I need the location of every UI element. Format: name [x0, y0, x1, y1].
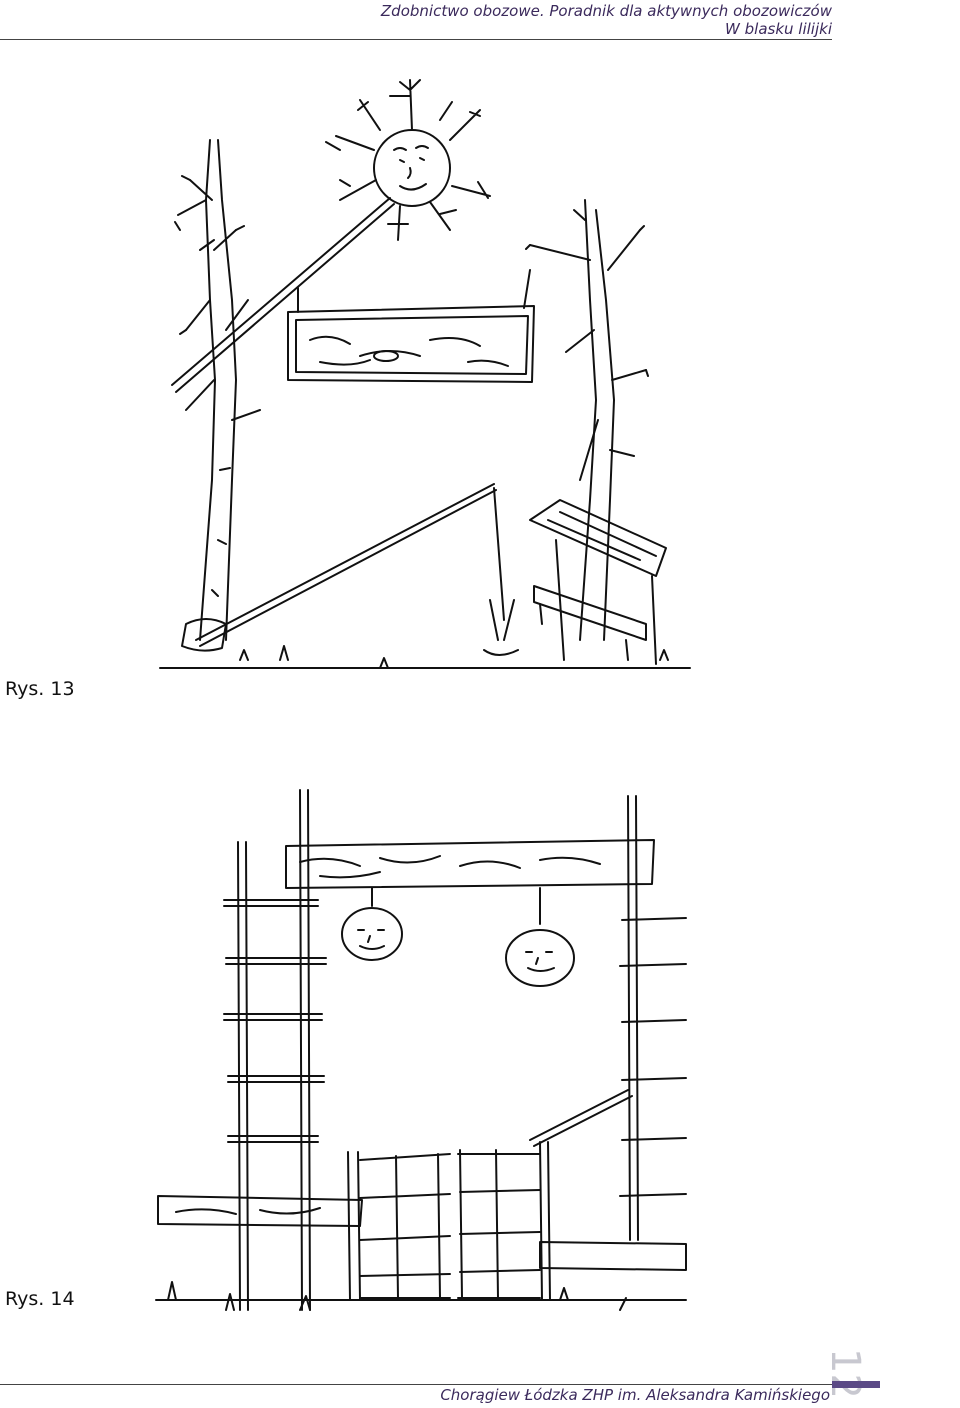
- grass-line: [159, 645, 691, 669]
- figure-14-caption: Rys. 14: [5, 1288, 75, 1310]
- right-ladder-illustration: [619, 795, 687, 1241]
- hanging-sign-illustration: [287, 269, 535, 383]
- right-tree-illustration: [525, 199, 649, 641]
- header-divider: [0, 39, 832, 40]
- diagonal-pole: [171, 197, 395, 393]
- top-sign-plank-illustration: [285, 839, 655, 889]
- left-ladder-illustration: [223, 789, 327, 1311]
- figure-13-drawing: [159, 79, 691, 669]
- footer-divider: [0, 1384, 832, 1385]
- right-bench-plank-illustration: [539, 1241, 687, 1271]
- bench-with-roof-illustration: [529, 499, 667, 665]
- left-bench-plank-illustration: [157, 1195, 363, 1227]
- gate-illustration: [347, 1141, 551, 1301]
- figure-13-caption: Rys. 13: [5, 678, 75, 700]
- document-header: Zdobnictwo obozowe. Poradnik dla aktywny…: [381, 2, 832, 38]
- diagonal-brace: [529, 1089, 633, 1147]
- figure-14-drawing: [155, 789, 687, 1311]
- sun-face-illustration: [325, 79, 491, 241]
- hanging-face-discs-illustration: [341, 887, 575, 987]
- grass-line-bottom: [155, 1281, 687, 1311]
- footer-text: Chorągiew Łódzka ZHP im. Aleksandra Kami…: [440, 1386, 830, 1404]
- header-subtitle: W blasku lilijki: [725, 20, 832, 38]
- fishing-rod-illustration: [181, 483, 519, 656]
- left-tree-illustration: [174, 139, 261, 641]
- header-title: Zdobnictwo obozowe. Poradnik dla aktywny…: [380, 2, 832, 20]
- footer-accent-bar: [832, 1381, 880, 1388]
